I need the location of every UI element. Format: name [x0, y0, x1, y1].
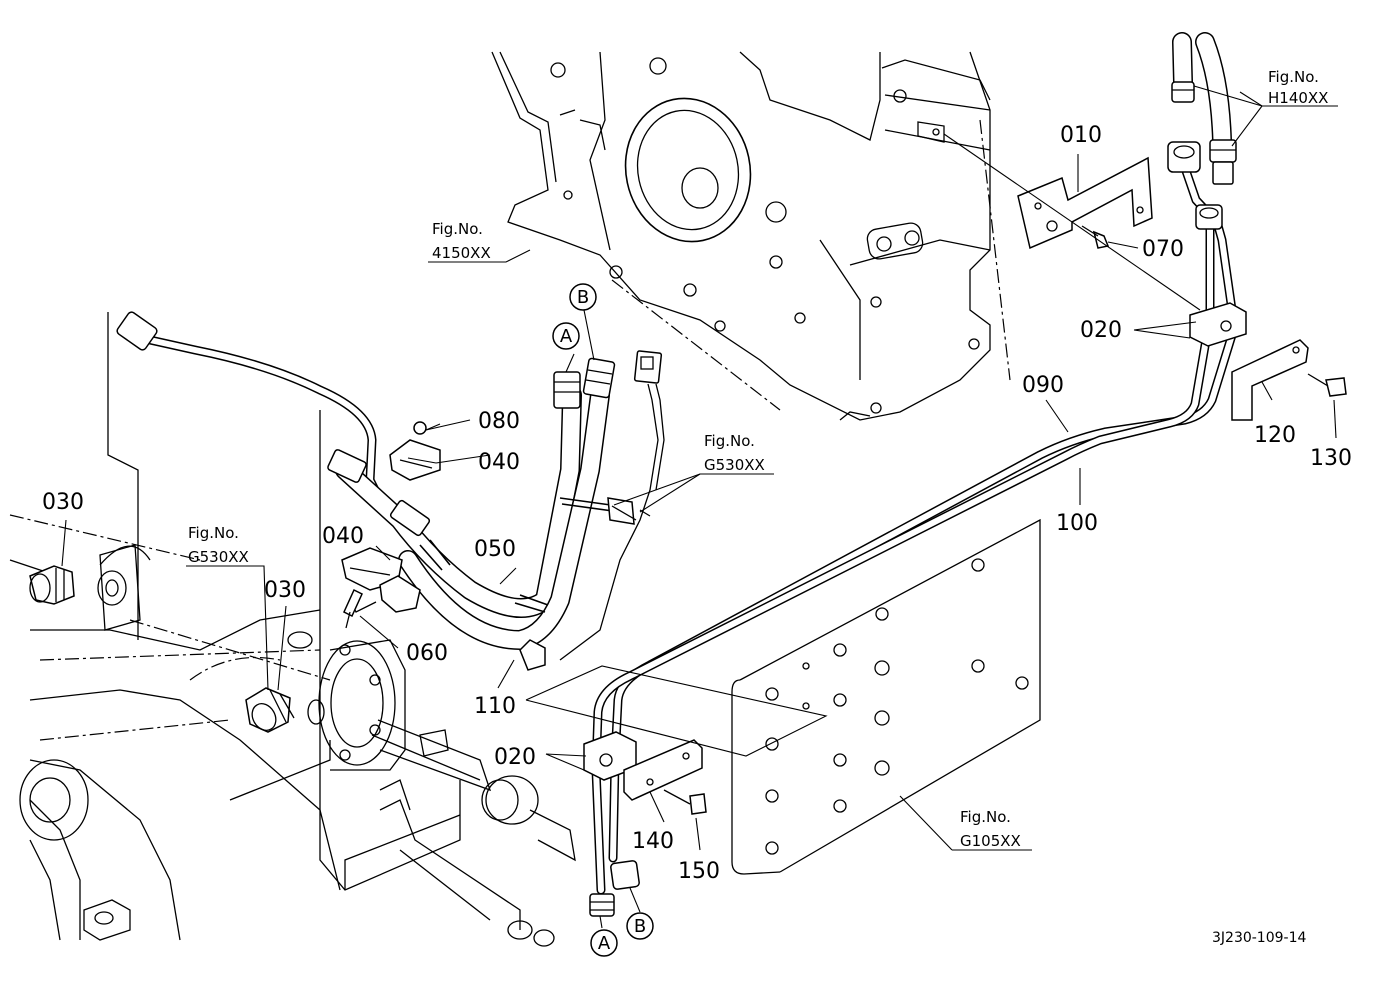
hose-fittings-top — [553, 350, 665, 661]
engine-housing — [491, 51, 991, 421]
fig-ref-g105: Fig.No. G105XX — [960, 808, 1021, 850]
elbow-030-mid — [245, 687, 325, 733]
part-label-070: 070 — [1142, 237, 1184, 262]
elbow-030-left — [29, 565, 75, 605]
connector-b-top: B — [577, 287, 589, 308]
connector-a-bottom: A — [598, 933, 611, 954]
fig-ref-g530-left-code: G530XX — [188, 548, 249, 566]
fig-ref-g530-right-prefix: Fig.No. — [704, 432, 755, 450]
fig-ref-g530-right: Fig.No. G530XX — [704, 432, 765, 474]
fig-ref-h140-prefix: Fig.No. — [1268, 68, 1319, 86]
bolt-060 — [343, 588, 363, 629]
centerlines — [9, 119, 1011, 741]
part-label-030-mid: 030 — [264, 578, 306, 603]
hose-ends-left — [327, 449, 431, 537]
bracket-140 — [623, 739, 703, 801]
hose-050 — [335, 385, 582, 618]
part-label-040-a: 040 — [478, 450, 520, 475]
clamp-040-upper — [389, 421, 441, 481]
transmission-case — [9, 312, 576, 947]
connector-a-bottom-circle — [590, 929, 618, 957]
part-label-020-bottom: 020 — [494, 745, 536, 770]
fig-ref-h140-code: H140XX — [1268, 89, 1328, 107]
fig-ref-4150: Fig.No. 4150XX — [432, 220, 491, 262]
part-label-050: 050 — [474, 537, 516, 562]
fig-ref-g530-right-code: G530XX — [704, 456, 765, 474]
fig-ref-g530-left: Fig.No. G530XX — [188, 524, 249, 566]
drawing-code: 3J230-109-14 — [1212, 930, 1306, 946]
hose-110 — [398, 385, 610, 650]
part-label-040-b: 040 — [322, 524, 364, 549]
connector-b-bottom: B — [634, 916, 646, 937]
part-label-090: 090 — [1022, 373, 1064, 398]
hoses-top-right — [1167, 32, 1237, 230]
part-label-010: 010 — [1060, 123, 1102, 148]
connector-a-top: A — [560, 326, 573, 347]
part-label-110: 110 — [474, 694, 516, 719]
cooler-plate — [731, 518, 1041, 875]
fig-ref-g530-left-prefix: Fig.No. — [188, 524, 239, 542]
bolt-150 — [663, 789, 707, 815]
clamp-hose-mid — [349, 575, 421, 613]
bolt-130 — [1307, 373, 1347, 397]
part-label-130: 130 — [1310, 446, 1352, 471]
fig-ref-h140: Fig.No. H140XX — [1268, 68, 1328, 107]
fig-ref-g105-code: G105XX — [960, 832, 1021, 850]
bracket-010 — [917, 121, 1153, 250]
fig-ref-4150-prefix: Fig.No. — [432, 220, 483, 238]
pipe-100 — [591, 335, 1211, 895]
connector-marks: A B A B — [552, 283, 654, 957]
part-label-030-left: 030 — [42, 490, 84, 515]
connector-a-top-circle — [552, 322, 580, 350]
leader-lines — [61, 85, 1338, 929]
part-labels: 010 070 020 090 120 130 100 080 040 030 … — [42, 123, 1352, 884]
part-label-020-top: 020 — [1080, 318, 1122, 343]
pipe-nut-left — [116, 311, 158, 351]
pipe-left-long — [116, 311, 385, 505]
bracket-120 — [1231, 339, 1309, 421]
part-label-060: 060 — [406, 641, 448, 666]
connector-b-bottom-circle — [626, 912, 654, 940]
pipe-end-fittings-bottom — [589, 860, 640, 917]
part-label-150: 150 — [678, 859, 720, 884]
part-label-140: 140 — [632, 829, 674, 854]
part-label-120: 120 — [1254, 423, 1296, 448]
pipe-090 — [608, 330, 1237, 863]
part-label-100: 100 — [1056, 511, 1098, 536]
clamp-020-top — [1189, 302, 1247, 347]
fig-ref-4150-code: 4150XX — [432, 244, 491, 262]
pipe-upper-risers — [1179, 160, 1237, 320]
fig-ref-g105-prefix: Fig.No. — [960, 808, 1011, 826]
connector-b-top-circle — [569, 283, 597, 311]
part-label-080: 080 — [478, 409, 520, 434]
